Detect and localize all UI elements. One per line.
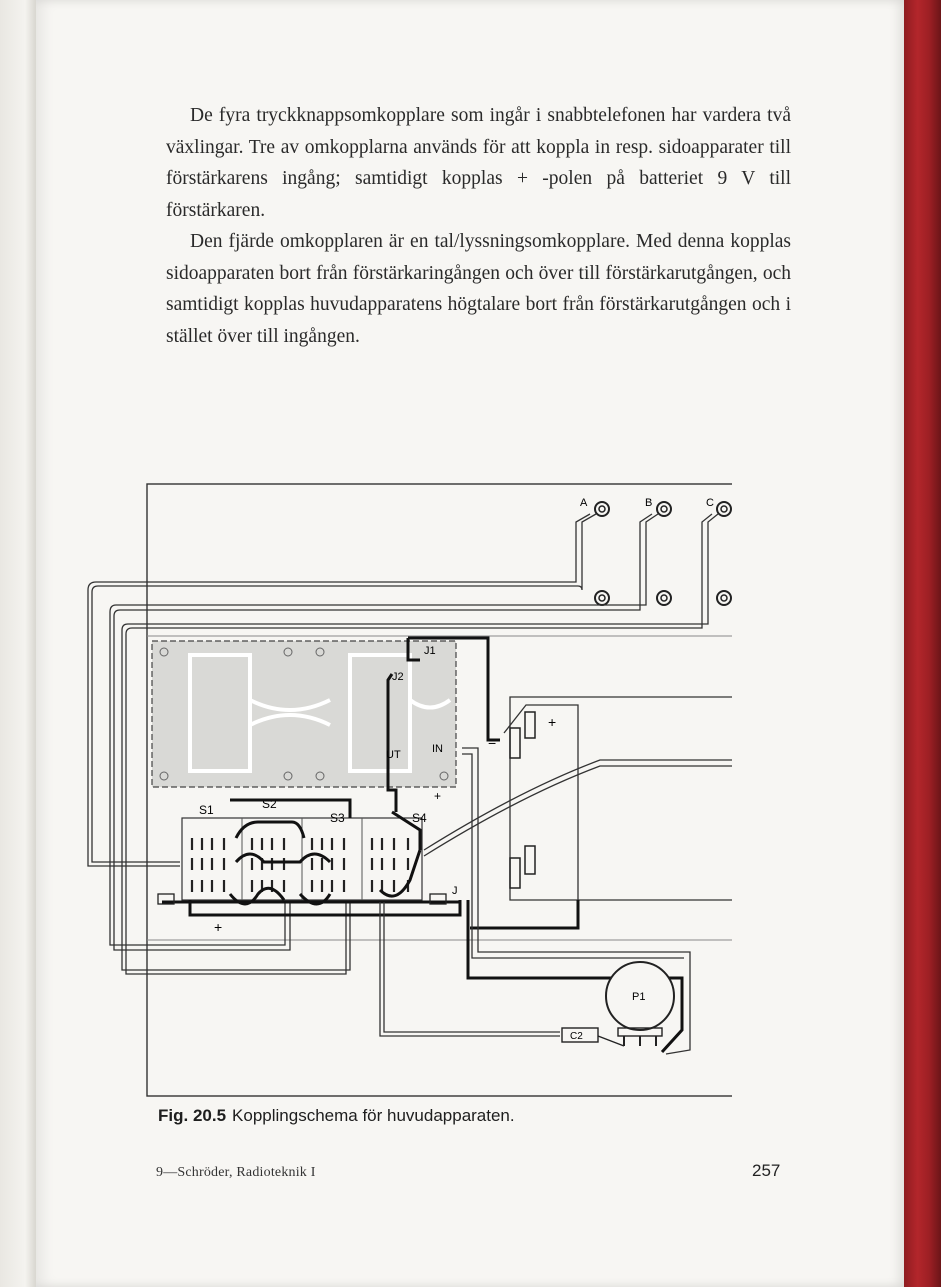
- input-cable: [462, 747, 691, 1055]
- internal-wiring: [162, 636, 684, 1054]
- switch-bank: S1 S2 S3 S4 +: [181, 797, 427, 935]
- svg-text:+: +: [214, 919, 222, 935]
- figure-caption: Fig. 20.5 Kopplingschema för huvudapparat…: [158, 1106, 758, 1126]
- speaker-cable: [423, 759, 732, 857]
- input-label: IN: [432, 743, 443, 755]
- svg-text:S3: S3: [330, 811, 345, 825]
- terminal-cables: [87, 513, 719, 975]
- body-text: De fyra tryckknappsomkopplare som ingår …: [166, 100, 791, 352]
- amp-plus-label: +: [434, 789, 441, 803]
- terminal-a: A: [580, 497, 610, 606]
- svg-text:A: A: [580, 497, 588, 509]
- potentiometer-p1: P1: [605, 961, 675, 1046]
- page-number: 257: [752, 1161, 781, 1180]
- terminal-c: C: [706, 497, 732, 606]
- left-page-edge: [0, 0, 36, 1287]
- capacitor-c2: C2: [379, 902, 625, 1047]
- mounting-bolt: [157, 893, 447, 905]
- svg-text:S4: S4: [412, 811, 427, 825]
- ground-label: J: [452, 885, 458, 897]
- wiring-diagram: A B C: [87, 483, 732, 1097]
- svg-text:−: −: [488, 735, 496, 751]
- book-cover-edge: [902, 0, 941, 1287]
- svg-text:S1: S1: [199, 803, 214, 817]
- paragraph-2: Den fjärde omkopplaren är en tal/lyssnin…: [166, 231, 791, 347]
- jumper-1-label: J1: [424, 645, 436, 657]
- output-label: UT: [386, 749, 401, 761]
- diagram-border: [146, 483, 732, 1097]
- amplifier-board: [151, 640, 457, 788]
- caption-number: Fig. 20.5: [158, 1106, 227, 1125]
- jumper-2-label: J2: [392, 671, 404, 683]
- terminal-b: B: [645, 497, 672, 606]
- caption-text: Kopplingschema för huvudapparaten.: [232, 1106, 515, 1125]
- svg-text:C: C: [706, 497, 714, 509]
- battery: + −: [488, 696, 732, 901]
- svg-text:B: B: [645, 497, 652, 509]
- svg-text:C2: C2: [570, 1031, 583, 1042]
- svg-text:P1: P1: [632, 991, 645, 1003]
- svg-text:+: +: [548, 714, 556, 730]
- footer-source: 9—Schröder, Radioteknik I: [156, 1165, 316, 1180]
- paragraph-1: De fyra tryckknappsomkopplare som ingår …: [166, 105, 791, 221]
